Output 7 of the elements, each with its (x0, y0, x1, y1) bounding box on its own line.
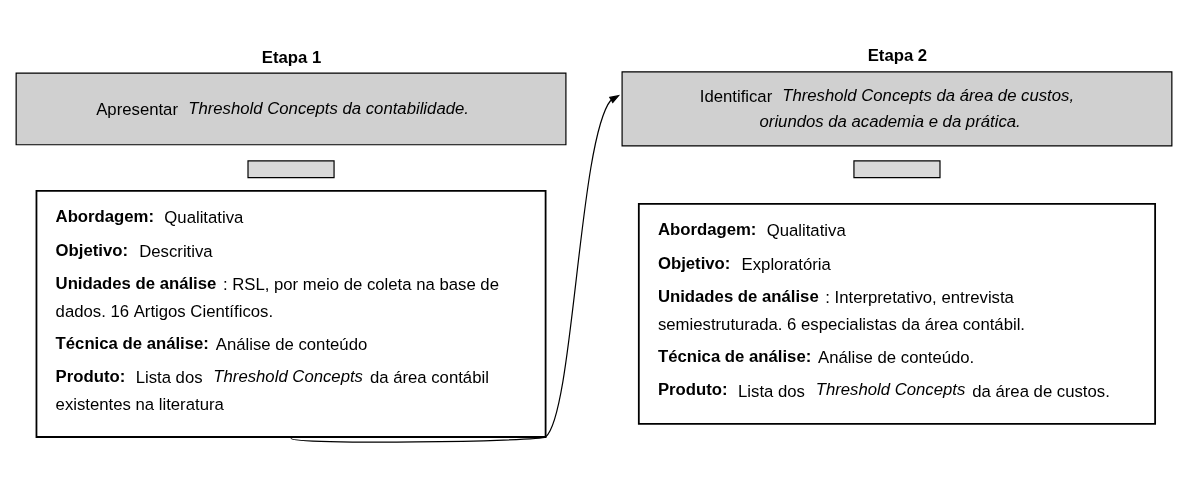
node-box (247, 160, 335, 179)
node-box: Abordagem: Qualitativa Objetivo: Exploratória Unidades de análise: Interpretativo, entrevista semiestruturada. 6 especialistas da área contábil. Técnica de análise: Análise de conteúdo. Produto: Lista dos Threshold Concepts da área de custos. (637, 203, 1156, 425)
node-label: Etapa 1 (261, 47, 322, 67)
node-box (853, 160, 941, 179)
node-label: Etapa 2 (867, 46, 928, 66)
arrow (290, 94, 621, 443)
node-box: Abordagem: Qualitativa Objetivo: Descritiva Unidades de análise: RSL, por meio de coleta na base de dados. 16 Artigos Científicos. Técnica de análise: Análise de conteúdo Produto: Lista dos Threshold Concepts da área contábil existentes na literatura (35, 189, 547, 438)
